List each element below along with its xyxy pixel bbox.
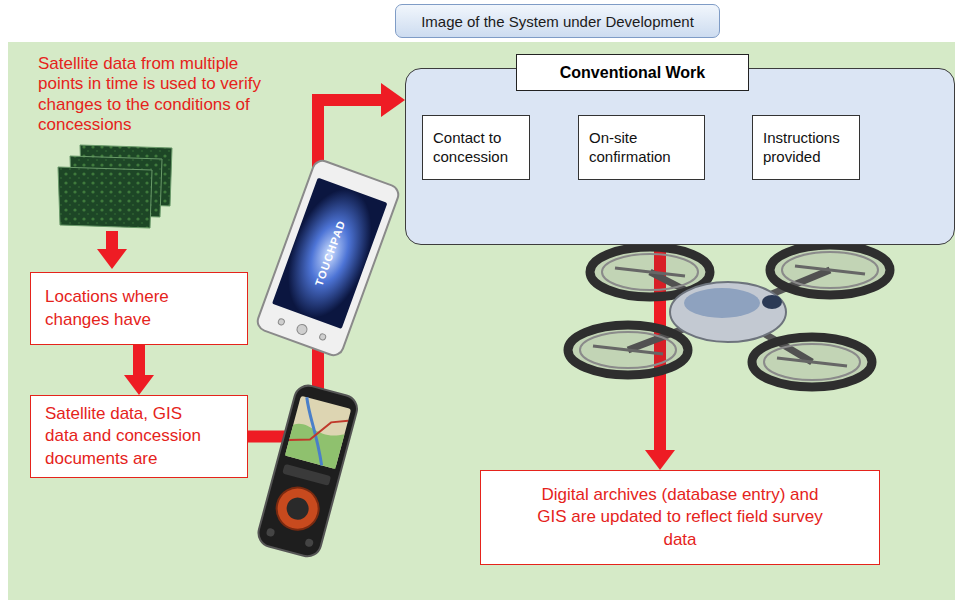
box-text: Contact to concession	[433, 129, 519, 167]
drone-blade	[777, 358, 847, 366]
tablet-illustration	[255, 158, 401, 358]
satellite-sheet	[58, 167, 152, 228]
drone-body	[684, 288, 760, 318]
step-box: Satellite data, GIS data and concession …	[30, 395, 248, 478]
box-text: Locations where changes have	[45, 286, 205, 330]
gps-button	[304, 538, 314, 548]
tablet-button	[296, 323, 309, 336]
process-box: Contact to concession	[422, 115, 530, 180]
drone-blade	[593, 346, 663, 354]
box-text: Digital archives (database entry) and GI…	[530, 484, 830, 550]
connector-arrow	[133, 345, 145, 375]
gps-button	[282, 464, 331, 486]
gps-dial	[284, 495, 311, 522]
arrow-shaft	[106, 231, 118, 250]
gps-map	[291, 397, 338, 465]
tablet-button	[319, 333, 327, 341]
group-heading: Conventional Work	[516, 54, 749, 91]
red-down-arrow	[97, 231, 127, 269]
process-box: Instructions provided	[752, 115, 860, 180]
gps-map	[289, 407, 348, 453]
drone-rotor	[602, 254, 698, 290]
drone-blade	[615, 268, 685, 276]
result-box: Digital archives (database entry) and GI…	[480, 470, 880, 565]
tablet-button	[277, 318, 285, 326]
box-text: On-site confirmation	[589, 129, 694, 167]
step-box: Locations where changes have	[30, 272, 248, 345]
drone-rotor	[580, 332, 676, 368]
arrow-head	[97, 249, 127, 269]
process-group: Conventional WorkContact to concessionOn…	[405, 68, 955, 245]
satellite-images	[58, 145, 172, 228]
box-text: Instructions provided	[763, 129, 849, 167]
green-panel	[8, 42, 955, 600]
box-text: Satellite data, GIS data and concession …	[45, 403, 210, 469]
gps-screen	[285, 396, 351, 469]
gps-illustration	[255, 383, 360, 560]
drone-rotor	[782, 252, 878, 288]
drone-blade	[795, 266, 865, 274]
drone-rotor	[568, 325, 688, 375]
note-text: Satellite data from multiple points in t…	[38, 54, 274, 136]
drone-camera	[762, 295, 782, 309]
tablet-screen	[272, 178, 387, 329]
gps-body	[255, 383, 360, 560]
drone-body	[670, 282, 786, 342]
tablet-body	[255, 158, 401, 358]
drone-rotor	[752, 337, 872, 387]
gps-dial	[272, 483, 323, 534]
gps-button	[266, 528, 276, 538]
drone-illustration	[568, 245, 890, 387]
drone-rotor	[770, 245, 890, 295]
device-logo: TOUCHPAD	[303, 194, 357, 312]
process-box: On-site confirmation	[578, 115, 705, 180]
drone-rotor	[764, 344, 860, 380]
diagram-title: Image of the System under Development	[395, 4, 720, 38]
